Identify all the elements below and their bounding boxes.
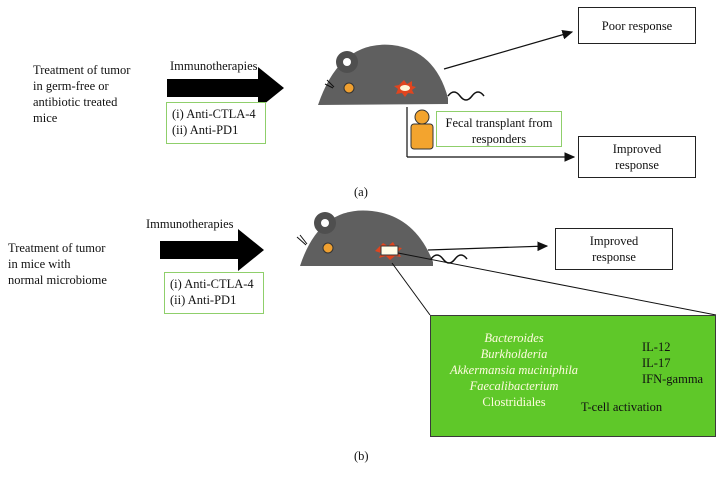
- immunotherapy-arrow-b: [160, 229, 264, 271]
- treatment-line: antibiotic treated: [33, 95, 118, 109]
- mouse-b: [296, 210, 468, 266]
- cytokine-item: IL-12: [642, 340, 671, 354]
- person-icon: [410, 109, 434, 150]
- panel-b-label: (b): [354, 449, 369, 463]
- improved-response-box-b: Improved response: [555, 228, 673, 270]
- treatment-line: Treatment of tumor: [33, 63, 131, 77]
- improved-line: Improved: [589, 234, 639, 248]
- therapy-list-a: (i) Anti-CTLA-4 (ii) Anti-PD1: [166, 102, 266, 144]
- bacterium-clostridiales: Clostridiales: [482, 395, 546, 409]
- therapy-item: (i) Anti-CTLA-4: [170, 277, 254, 291]
- cytokine-item: IFN-gamma: [642, 372, 704, 386]
- cytokine-item: IL-17: [642, 356, 671, 370]
- treatment-description-a: Treatment of tumor in germ-free or antib…: [33, 62, 130, 126]
- panel-a-label: (a): [354, 185, 368, 199]
- treatment-line: mice: [33, 111, 58, 125]
- bacterium-bacteroides: Bacteroides: [484, 331, 544, 345]
- bacterium-burkholderia: Burkholderia: [480, 347, 548, 361]
- arrow-to-poor-response: [443, 30, 574, 70]
- therapy-item: (i) Anti-CTLA-4: [172, 107, 256, 121]
- cytokine-list: IL-12 IL-17 IFN-gamma: [642, 339, 703, 387]
- treatment-line: Treatment of tumor: [8, 241, 106, 255]
- therapy-item: (ii) Anti-PD1: [172, 123, 239, 137]
- improved-line: response: [592, 250, 636, 264]
- immunotherapies-title-b: Immunotherapies: [146, 217, 234, 231]
- treatment-line: normal microbiome: [8, 273, 107, 287]
- bacterium-faecalibacterium: Faecalibacterium: [469, 379, 559, 393]
- zoom-line-right: [397, 252, 717, 316]
- treatment-line: in germ-free or: [33, 79, 109, 93]
- zoom-line-left: [391, 262, 431, 316]
- bacteria-list: Bacteroides Burkholderia Akkermansia muc…: [436, 330, 592, 410]
- bacterium-akkermansia: Akkermansia muciniphila: [449, 363, 579, 377]
- poor-response-box: Poor response: [578, 7, 696, 44]
- therapy-item: (ii) Anti-PD1: [170, 293, 237, 307]
- tumor-zoom-box: [380, 245, 399, 256]
- fecal-line: Fecal transplant from: [445, 116, 553, 130]
- t-cell-activation-label: T-cell activation: [581, 400, 663, 414]
- fecal-transplant-box: Fecal transplant from responders: [436, 111, 562, 147]
- improved-line: response: [615, 158, 659, 172]
- arrow-to-improved-response-b: [427, 241, 549, 252]
- immunotherapy-arrow-a: [167, 67, 284, 109]
- therapy-list-b: (i) Anti-CTLA-4 (ii) Anti-PD1: [164, 272, 264, 314]
- treatment-line: in mice with: [8, 257, 71, 271]
- mouse-a: [318, 44, 485, 105]
- microbiome-panel: [430, 315, 716, 437]
- improved-response-box-a: Improved response: [578, 136, 696, 178]
- fecal-line: responders: [471, 132, 527, 146]
- improved-line: Improved: [612, 142, 662, 156]
- treatment-description-b: Treatment of tumor in mice with normal m…: [8, 240, 107, 288]
- immunotherapies-title-a: Immunotherapies: [170, 59, 258, 73]
